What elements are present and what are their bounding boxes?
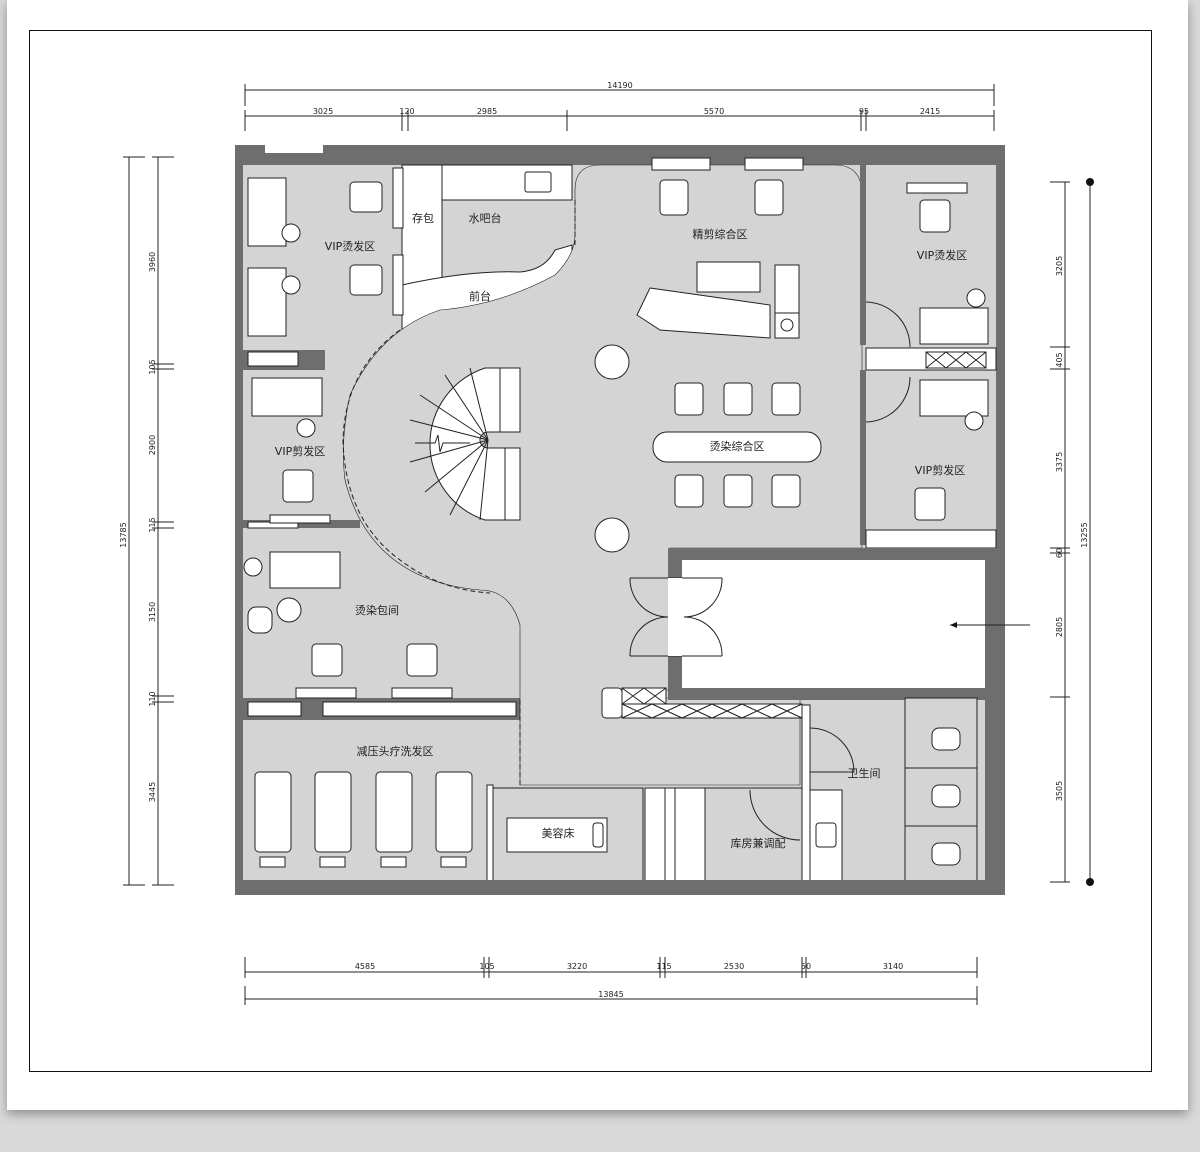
dim-bottom-total: 13845 [598, 990, 623, 999]
toilet-icon [931, 784, 961, 808]
stair-arrow [415, 434, 470, 453]
dim-bottom-3: 3220 [567, 962, 587, 971]
label-storage: 存包 [412, 211, 434, 225]
dim-left-4: 115 [148, 517, 157, 532]
label-beauty-bed: 美容床 [542, 826, 575, 840]
sink-icon [524, 171, 552, 193]
label-precision-cut: 精剪综合区 [693, 227, 748, 241]
label-reception: 前台 [469, 289, 491, 303]
dim-top-4: 5570 [704, 107, 724, 116]
dim-bottom-7: 3140 [883, 962, 903, 971]
wash-beds [254, 771, 473, 868]
room-labels: VIP烫发区 存包 水吧台 前台 精剪综合区 VIP烫发区 烫染综合区 VIP剪… [275, 211, 967, 850]
dim-top-5: 95 [859, 107, 869, 116]
dim-right-total: 13255 [1080, 522, 1089, 547]
dim-bottom-6: 50 [801, 962, 811, 971]
dim-right-4: 60 [1055, 548, 1064, 558]
label-vip-cut-left: VIP剪发区 [275, 444, 325, 458]
entry-area [682, 560, 985, 688]
dim-right-5: 2805 [1055, 617, 1064, 637]
dim-top-total: 14190 [607, 81, 632, 90]
dim-left-2: 105 [148, 359, 157, 374]
label-storage-mixing: 库房兼调配 [731, 837, 786, 850]
dim-left-3: 2900 [148, 435, 157, 455]
dim-bottom-1: 4585 [355, 962, 375, 971]
dim-right-1: 3205 [1055, 256, 1064, 276]
label-restroom: 卫生间 [848, 766, 881, 780]
toilet-icon [931, 842, 961, 866]
label-perm-dye-private: 烫染包间 [355, 603, 399, 617]
sink-icon [815, 822, 837, 848]
label-water-bar: 水吧台 [469, 211, 502, 225]
right-dimension-lines: 3205 405 3375 60 2805 3505 13255 [1050, 178, 1094, 886]
drawing-frame [29, 30, 1152, 1072]
storage-cabinets [601, 351, 987, 719]
beauty-bed [506, 817, 608, 853]
sofas [243, 177, 989, 634]
reception-desk [636, 261, 800, 339]
column [594, 344, 630, 380]
top-dimension-lines: 14190 3025 120 2985 5570 95 2415 [244, 81, 995, 131]
dim-left-total: 13785 [119, 522, 128, 547]
dim-right-3: 3375 [1055, 452, 1064, 472]
label-head-spa-wash: 减压头疗洗发区 [357, 744, 434, 758]
dim-top-6: 2415 [920, 107, 940, 116]
label-vip-perm-left: VIP烫发区 [325, 239, 375, 253]
left-dimension-lines: 13785 3960 105 2900 115 3150 110 3445 [119, 156, 174, 886]
bottom-dimension-lines: 4585 105 3220 115 2530 50 3140 13845 [244, 957, 978, 1005]
dim-left-6: 110 [148, 691, 157, 706]
dim-top-2: 120 [399, 107, 414, 116]
label-vip-cut-right: VIP剪发区 [915, 463, 965, 477]
column [594, 517, 630, 553]
label-perm-dye: 烫染综合区 [710, 439, 765, 453]
styling-table [652, 431, 822, 463]
dim-bottom-2: 105 [479, 962, 494, 971]
salon-chairs [282, 157, 951, 677]
dim-right-2: 405 [1055, 352, 1064, 367]
dim-right-6: 3505 [1055, 781, 1064, 801]
toilet-icon [931, 727, 961, 751]
dim-bottom-4: 115 [656, 962, 671, 971]
label-vip-perm-right: VIP烫发区 [917, 248, 967, 262]
dim-top-3: 2985 [477, 107, 497, 116]
dim-top-1: 3025 [313, 107, 333, 116]
dim-left-7: 3445 [148, 782, 157, 802]
dim-left-1: 3960 [148, 252, 157, 272]
spiral-staircase [409, 367, 521, 521]
dim-bottom-5: 2530 [724, 962, 744, 971]
dim-left-5: 3150 [148, 602, 157, 622]
